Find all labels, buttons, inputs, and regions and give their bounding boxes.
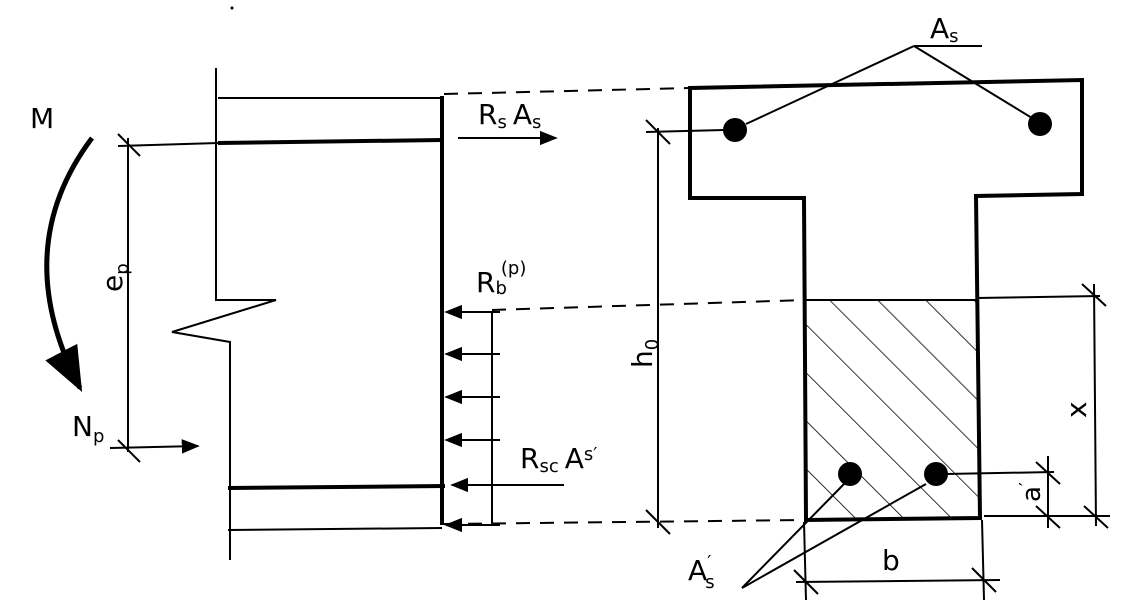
effective-depth-label: h0	[626, 339, 663, 368]
compression-bar-left	[838, 462, 862, 486]
section-outline	[688, 77, 1084, 523]
concrete-stress-arrows: Rb(p)	[444, 258, 526, 533]
t-cross-section	[688, 77, 1084, 523]
stray-dot	[230, 6, 234, 10]
compression-bar	[227, 484, 446, 490]
break-line	[171, 68, 277, 560]
compression-zone-hatch	[806, 300, 978, 518]
concrete-force-label: Rb(p)	[476, 258, 526, 299]
cover-dimension: a′	[945, 456, 1061, 529]
web-width-dimension: b	[793, 519, 1001, 601]
web-width-label: b	[882, 544, 900, 577]
tension-bar-left	[723, 118, 747, 142]
eccentricity-label: ep	[96, 263, 133, 292]
projection-lines	[443, 87, 807, 525]
moment-label: M	[30, 102, 54, 135]
tension-bar	[217, 138, 443, 145]
member-elevation	[171, 68, 446, 560]
tension-bar-right	[1028, 112, 1052, 136]
moment-arc	[44, 136, 95, 392]
tension-steel-label: As	[930, 12, 959, 47]
compression-bar-right	[924, 462, 948, 486]
normal-force-label: Np	[72, 410, 104, 447]
eccentricity-dimension: ep	[96, 133, 219, 463]
compression-steel-callout: A′s	[688, 483, 927, 593]
effective-depth-dimension: h0	[626, 119, 725, 535]
member-bottom-edge	[227, 527, 443, 531]
normal-force-arrow: Np	[72, 410, 200, 454]
tension-steel-callout: As	[745, 12, 1033, 125]
compression-steel-label: A′s	[688, 552, 715, 593]
cover-label: a′	[1016, 482, 1047, 502]
moment-arrow: M	[30, 102, 95, 392]
compression-depth-label: x	[1060, 401, 1093, 418]
